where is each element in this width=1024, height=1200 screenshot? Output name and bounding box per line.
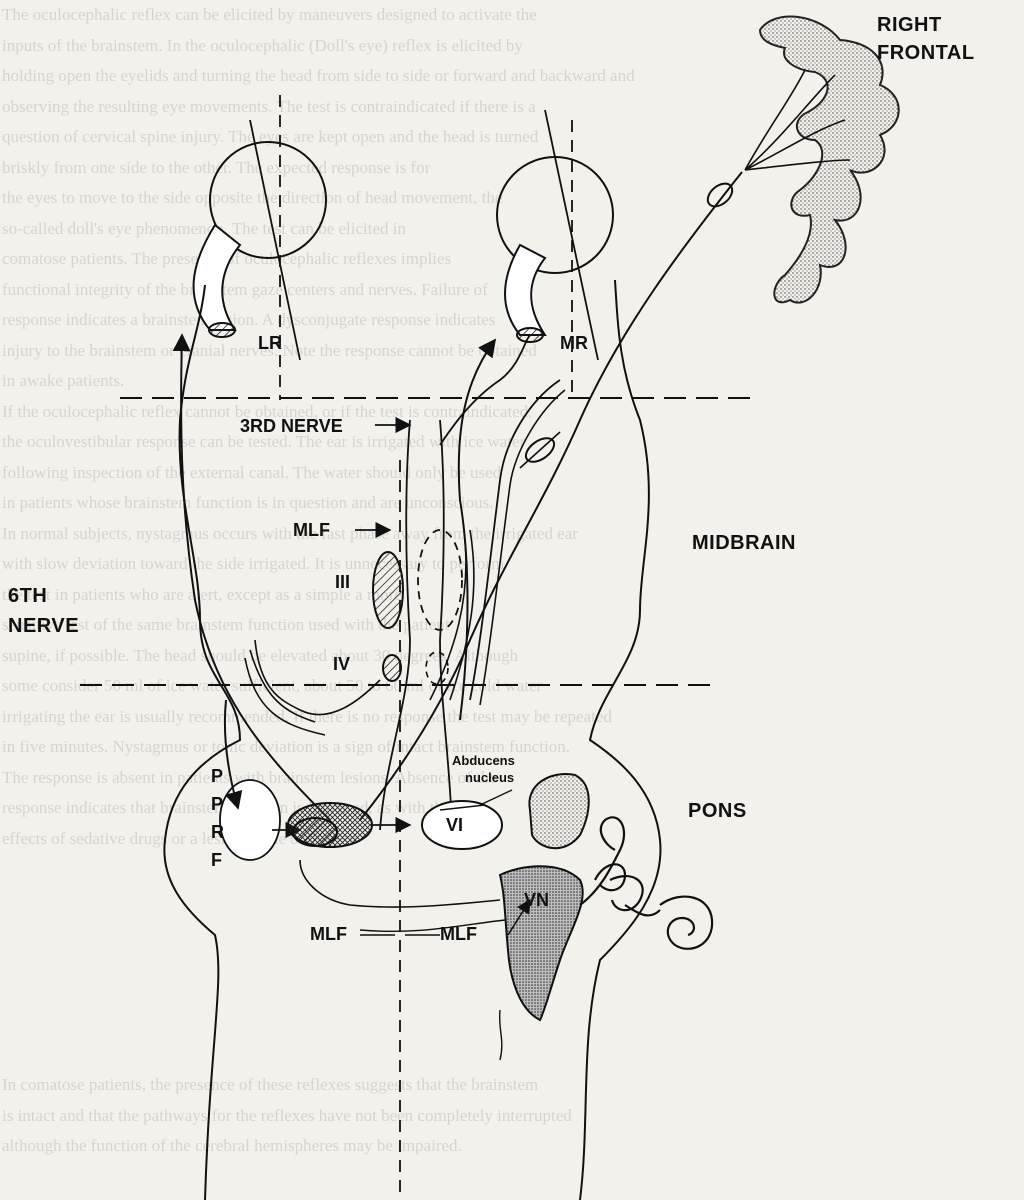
label-sixth-nerve-2: NERVE (8, 615, 79, 638)
brainstem-outline-right (580, 280, 660, 1200)
oculomotor-dashed (418, 530, 462, 630)
label-vn: VN (524, 890, 549, 911)
vestibular-nucleus-upper (529, 774, 588, 848)
label-sixth-nerve-1: 6TH (8, 585, 47, 608)
label-abducens-2: nucleus (465, 770, 514, 785)
oculomotor-nucleus (373, 552, 403, 628)
label-mlf-right: MLF (440, 924, 477, 945)
left-eye-axis (250, 120, 300, 360)
label-pprf-r: R (211, 822, 224, 843)
label-pons: PONS (688, 800, 747, 823)
label-vi: VI (446, 815, 463, 836)
label-pprf-p1: P (211, 766, 223, 787)
label-third-nerve: 3RD NERVE (240, 416, 343, 437)
sixth-nerve-pathway (255, 640, 380, 715)
abducens-nucleus-pointer (480, 790, 512, 805)
label-right-frontal-1: RIGHT (877, 14, 942, 37)
label-trochlear: IV (333, 654, 350, 675)
medial-rectus-muscle (505, 245, 545, 335)
label-mlf-upper: MLF (293, 520, 330, 541)
label-abducens-1: Abducens (452, 753, 515, 768)
pprf-region (220, 780, 280, 860)
label-oculomotor: III (335, 572, 350, 593)
label-midbrain: MIDBRAIN (692, 532, 796, 555)
third-nerve-fibers-3 (480, 390, 565, 705)
mlf-ascending-2 (430, 540, 466, 700)
label-right-frontal-2: FRONTAL (877, 42, 975, 65)
inner-ear (580, 817, 712, 948)
trochlear-nucleus (383, 655, 401, 681)
label-mlf-left: MLF (310, 924, 347, 945)
third-nerve-fibers-2 (470, 380, 560, 700)
nerve-root (500, 1010, 502, 1060)
label-lateral-rectus: LR (258, 333, 282, 354)
label-pprf-f: F (211, 850, 222, 871)
label-pprf-p2: P (211, 794, 223, 815)
frontal-descending-pathway (360, 172, 742, 820)
lr-pathway (181, 335, 330, 820)
brainstem-outline-left (164, 285, 240, 1200)
label-medial-rectus: MR (560, 333, 588, 354)
